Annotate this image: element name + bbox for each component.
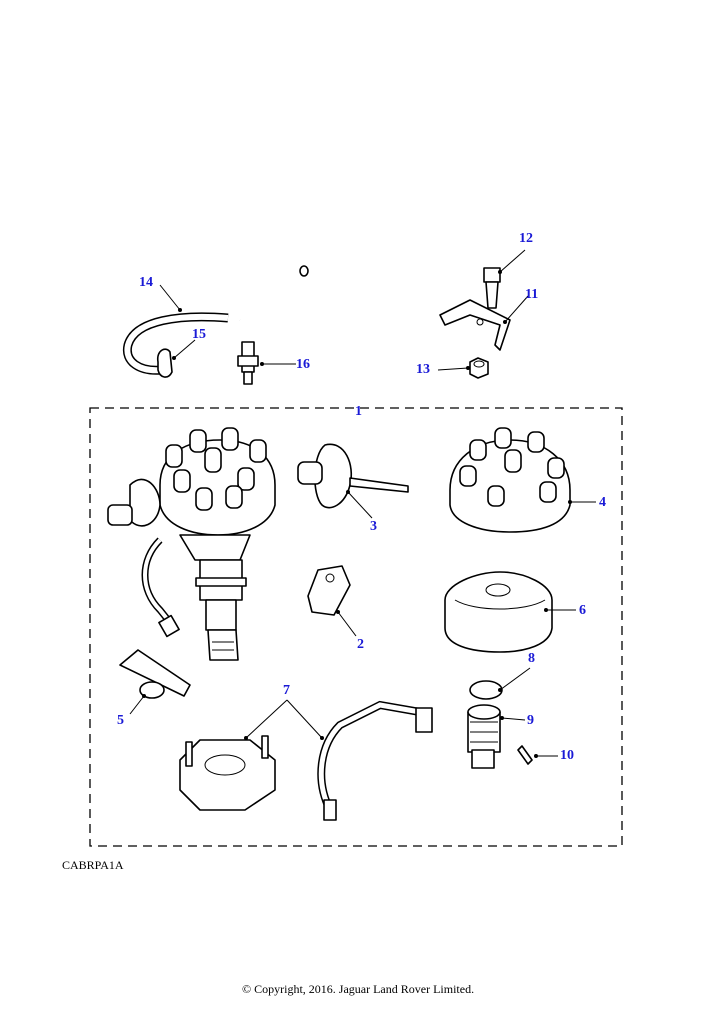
callout-16: 16 [296, 357, 310, 372]
vacuum-hose [122, 262, 367, 375]
callout-15: 15 [192, 327, 206, 342]
leader-lines [129, 249, 596, 758]
o-ring [469, 680, 503, 700]
ignition-module [307, 565, 351, 616]
callout-3: 3 [370, 519, 377, 534]
distributor-assembly [107, 427, 276, 661]
callout-10: 10 [560, 748, 574, 763]
base-plate-and-harness [179, 700, 433, 821]
hose-clip [156, 348, 173, 378]
rotor-arm [119, 649, 191, 699]
vacuum-fitting [237, 341, 259, 385]
callout-14: 14 [139, 275, 153, 290]
distributor-cover [444, 571, 553, 653]
callout-13: 13 [416, 362, 430, 377]
callout-5: 5 [117, 713, 124, 728]
callout-6: 6 [579, 603, 586, 618]
roll-pin [517, 745, 533, 765]
copyright-notice: © Copyright, 2016. Jaguar Land Rover Lim… [242, 982, 475, 996]
callout-7: 7 [283, 683, 290, 698]
vacuum-advance-unit [297, 443, 409, 509]
callout-11: 11 [525, 287, 539, 302]
callout-9: 9 [527, 713, 534, 728]
bracket-nut [469, 357, 489, 379]
bracket-bolt [483, 267, 501, 309]
callout-4: 4 [599, 495, 606, 510]
callout-8: 8 [528, 651, 535, 666]
mounting-bracket [439, 299, 511, 351]
diagram-code: CABRPA1A [62, 858, 124, 872]
callout-2: 2 [357, 637, 364, 652]
kit-boundary [89, 407, 623, 847]
callout-1: 1 [355, 404, 362, 419]
drive-gear [467, 704, 501, 769]
callout-12: 12 [519, 231, 533, 246]
distributor-cap [449, 427, 571, 533]
